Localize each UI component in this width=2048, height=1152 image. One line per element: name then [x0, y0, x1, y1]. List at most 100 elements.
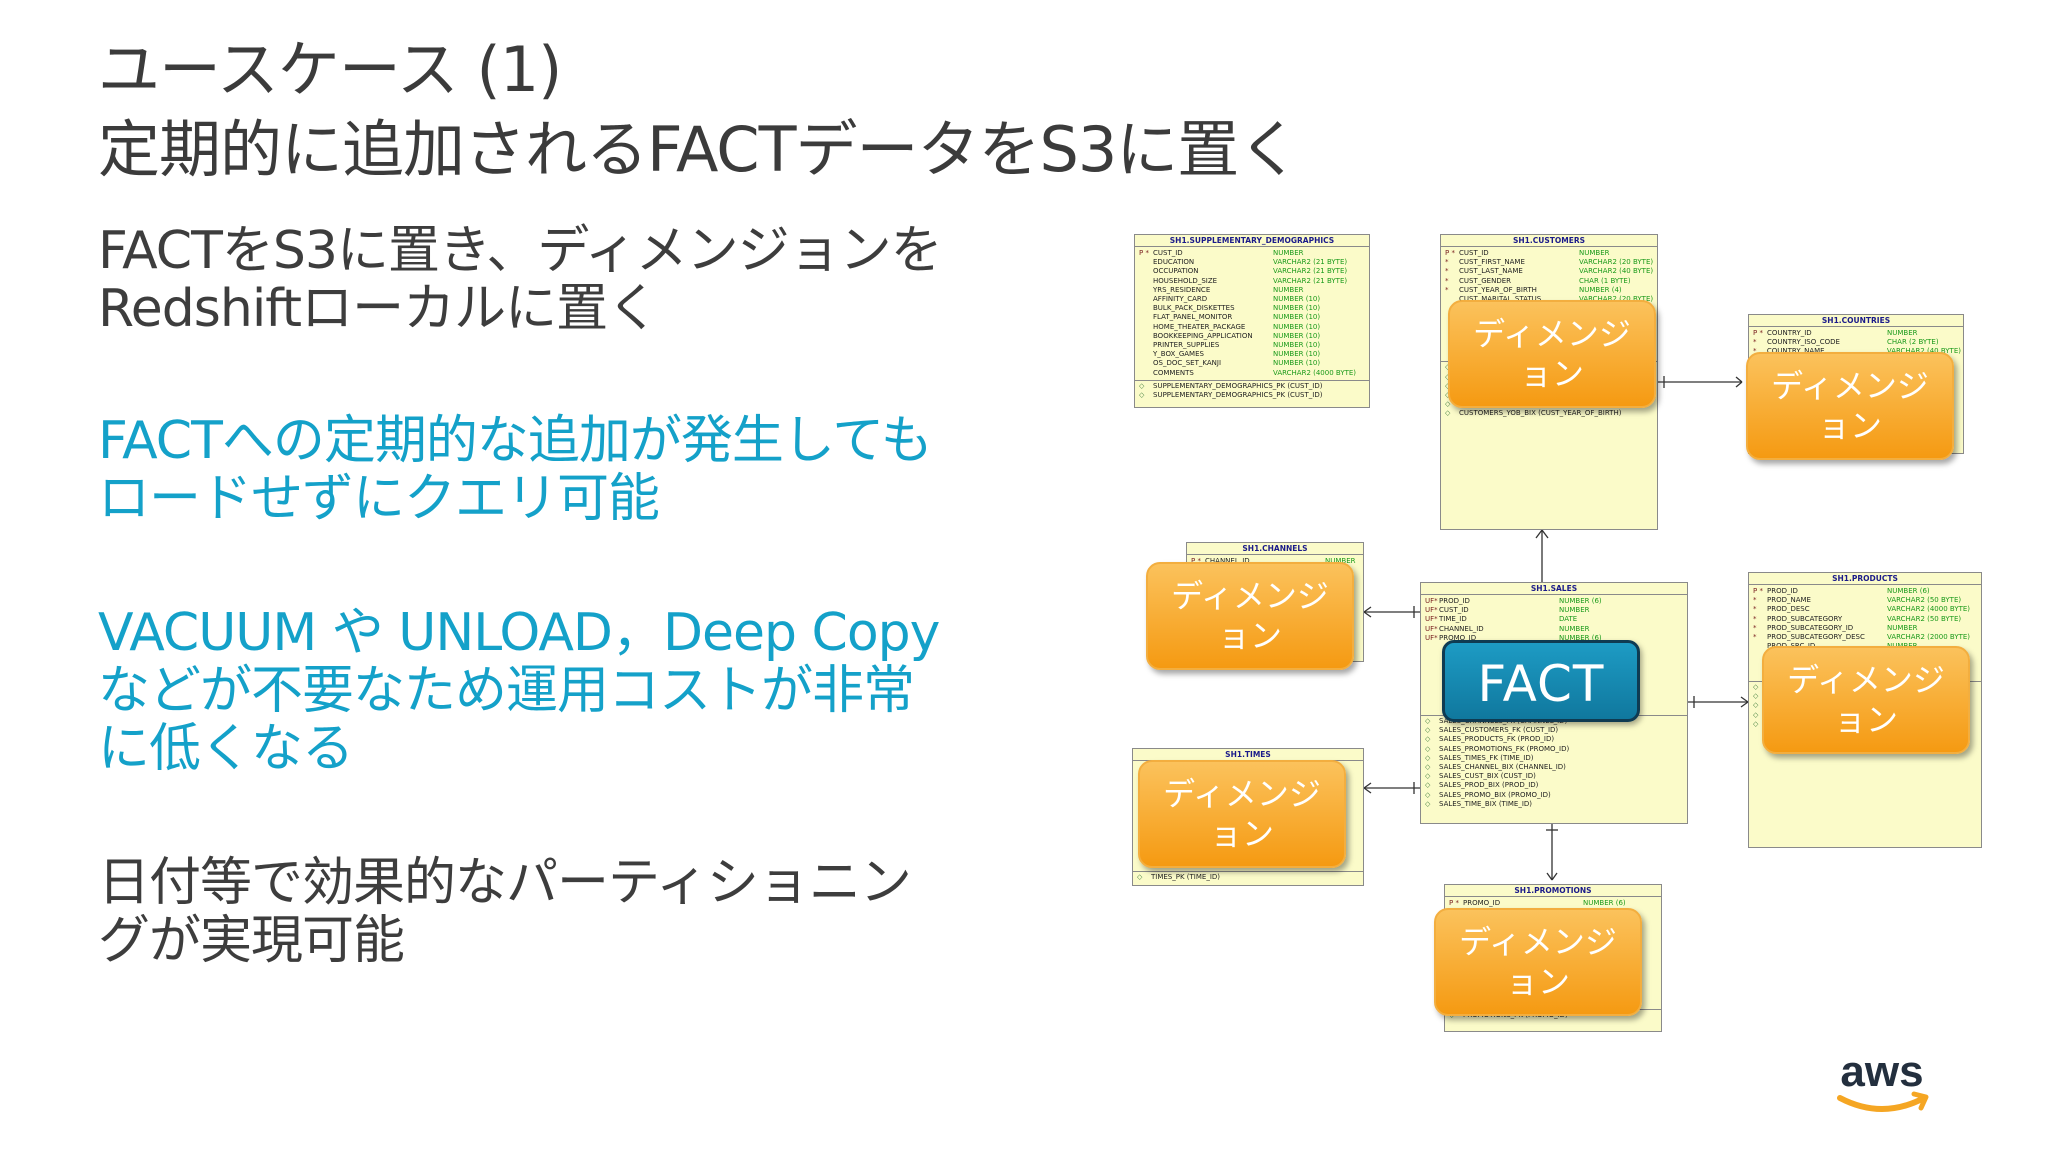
column-name: CUST_ID	[1439, 606, 1469, 615]
key-name: SALES_PROD_BIX (PROD_ID)	[1439, 781, 1539, 790]
key-icon: ◇	[1425, 781, 1431, 790]
bullet-3-line-1: VACUUM や UNLOAD，Deep Copy	[98, 603, 940, 663]
key-icon: ◇	[1425, 726, 1431, 735]
key-icon: ◇	[1753, 692, 1759, 701]
column-type: NUMBER	[1325, 557, 1356, 565]
column-name: PRINTER_SUPPLIES	[1153, 341, 1220, 350]
table-row: ◇SALES_PRODUCTS_FK (PROD_ID)	[1425, 735, 1685, 744]
key-name: SUPPLEMENTARY_DEMOGRAPHICS_PK (CUST_ID)	[1153, 381, 1323, 390]
bullet-4-line-2: グが実現可能	[98, 911, 405, 971]
key-name: CUSTOMERS_YOB_BIX (CUST_YEAR_OF_BIRTH)	[1459, 409, 1622, 418]
key-name: SALES_CUST_BIX (CUST_ID)	[1439, 772, 1536, 781]
column-type: VARCHAR2 (4000 BYTE)	[1273, 368, 1357, 377]
key-icon: ◇	[1445, 400, 1451, 409]
column-name: FLAT_PANEL_MONITOR	[1153, 313, 1233, 322]
key-icon: ◇	[1139, 381, 1145, 390]
key-icon: ◇	[1445, 373, 1459, 382]
column-key	[1139, 313, 1153, 322]
column-key: P *	[1445, 249, 1455, 257]
column-type: NUMBER	[1273, 249, 1304, 257]
table-title: SH1.PROMOTIONS	[1445, 885, 1661, 897]
key-icon: ◇	[1753, 710, 1759, 719]
column-name: PROD_SUBCATEGORY_ID	[1767, 623, 1854, 632]
table-title: SH1.CHANNELS	[1187, 543, 1363, 555]
column-type: VARCHAR2 (21 BYTE)	[1273, 258, 1348, 267]
column-key: P *	[1449, 899, 1459, 907]
bullet-1-line-1: FACTをS3に置き、ディメンジョンを	[98, 221, 943, 281]
key-name: SALES_CUSTOMERS_FK (CUST_ID)	[1439, 726, 1559, 735]
column-name: OCCUPATION	[1153, 267, 1199, 276]
table-title: SH1.PRODUCTS	[1749, 573, 1981, 585]
key-icon: ◇	[1137, 873, 1143, 881]
table-row: CUST_MARITAL_STATUSVARCHAR2 (20 BYTE)	[1445, 295, 1655, 304]
table-row: ◇SALES_PROMO_BIX (PROMO_ID)	[1425, 791, 1685, 800]
table-row: UF*PROMO_ID NUMBER (6)	[1425, 634, 1685, 643]
dimension-label-channels: ディメンジョン	[1146, 562, 1354, 670]
key-icon: ◇	[1425, 790, 1431, 799]
table-title: SH1.SUPPLEMENTARY_DEMOGRAPHICS	[1135, 235, 1369, 247]
table-title: SH1.COUNTRIES	[1749, 315, 1963, 327]
column-name: AFFINITY_CARD	[1153, 295, 1208, 304]
key-name: SALES_CHANNEL_BIX (CHANNEL_ID)	[1439, 763, 1566, 772]
column-name: CUST_GENDER	[1459, 276, 1511, 285]
column-type: NUMBER (6)	[1583, 899, 1626, 907]
dimension-label-promotions: ディメンジョン	[1434, 908, 1642, 1016]
bullet-2-line-1: FACTへの定期的な追加が発生しても	[98, 411, 933, 471]
key-name: SALES_TIMES_FK (TIME_ID)	[1439, 753, 1534, 762]
column-key: UF*	[1425, 633, 1438, 642]
column-key: *	[1445, 258, 1449, 267]
table-row: COMMENTS VARCHAR2 (4000 BYTE)	[1139, 369, 1367, 378]
dimension-label-text: ディメンジョン	[1771, 367, 1929, 445]
column-type: NUMBER (4)	[1579, 285, 1622, 294]
column-name: COUNTRY_ISO_CODE	[1767, 338, 1840, 347]
column-name: COMMENTS	[1153, 368, 1194, 377]
key-icon: ◇	[1425, 763, 1431, 772]
column-name: PROMO_ID	[1439, 633, 1477, 642]
column-type: VARCHAR2 (4000 BYTE)	[1887, 605, 1971, 614]
column-name: CUST_ID	[1459, 249, 1489, 257]
table-row: ◇SALES_CUST_BIX (CUST_ID)	[1425, 772, 1685, 781]
column-key: *	[1445, 285, 1449, 294]
column-key: P *	[1753, 329, 1763, 337]
column-type: NUMBER (6)	[1559, 633, 1602, 642]
column-name: CUST_MARITAL_STATUS	[1459, 295, 1579, 304]
bullet-1: FACTをS3に置き、ディメンジョンを Redshiftローカルに置く	[98, 222, 1088, 338]
column-type: NUMBER	[1273, 285, 1304, 294]
column-type: NUMBER (10)	[1273, 341, 1321, 350]
bullet-4-line-1: 日付等で効果的なパーティショニン	[98, 853, 912, 913]
column-type: NUMBER (6)	[1559, 597, 1602, 605]
key-name: SALES_PRODUCTS_FK (PROD_ID)	[1439, 735, 1555, 744]
column-type: NUMBER (6)	[1887, 587, 1930, 595]
column-name: HOME_THEATER_PACKAGE	[1153, 322, 1246, 331]
column-type: NUMBER (10)	[1273, 313, 1321, 322]
column-type: VARCHAR2 (40 BYTE)	[1579, 267, 1654, 276]
bullet-3: VACUUM や UNLOAD，Deep Copy などが不要なため運用コストが…	[98, 604, 1088, 778]
key-icon: ◇	[1445, 391, 1459, 400]
title-line-1: ユースケース (1)	[98, 33, 562, 106]
table-row: ◇ SALES_PROD_BIX (PROD_ID)	[1425, 781, 1685, 790]
dimension-label-text: ディメンジョン	[1787, 661, 1945, 739]
fact-label: FACT	[1442, 640, 1640, 722]
column-key	[1139, 304, 1153, 313]
aws-logo: aws	[1828, 1047, 1936, 1118]
column-key	[1139, 332, 1153, 341]
column-key: *	[1753, 623, 1757, 632]
column-key: *	[1753, 614, 1757, 623]
column-key: UF*	[1425, 615, 1438, 624]
column-type: CHAR (1 BYTE)	[1579, 276, 1631, 285]
